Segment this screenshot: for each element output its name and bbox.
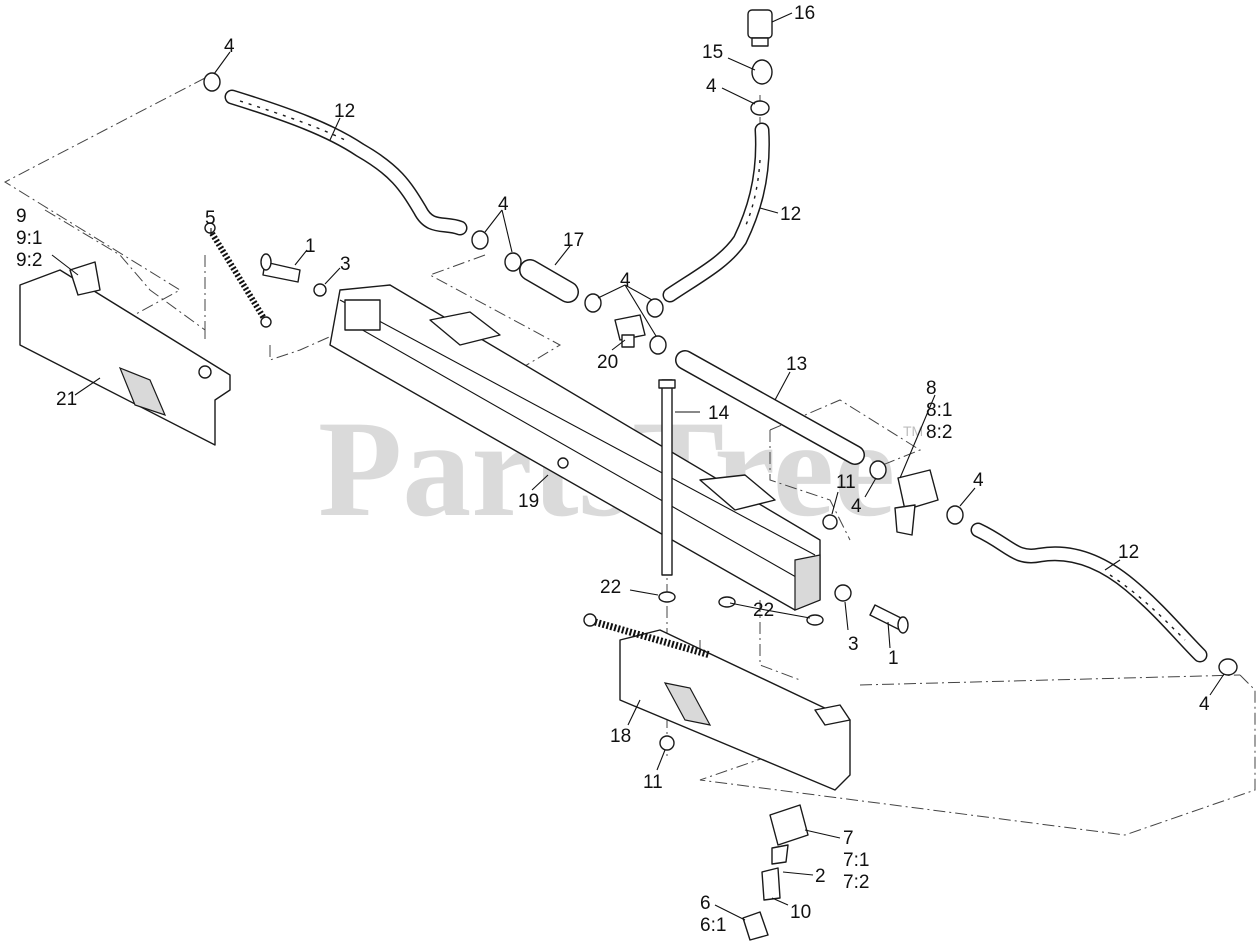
callout-12: 12 — [780, 204, 801, 225]
callout-labels: 4 12 16 15 4 12 9 9:1 9:2 5 1 3 4 17 4 2… — [16, 3, 1210, 936]
callout-8-2: 8:2 — [926, 422, 952, 443]
callout-8: 8 — [926, 378, 937, 399]
nozzle-body-8 — [894, 469, 939, 536]
callout-4: 4 — [851, 496, 862, 517]
spring-5 — [204, 222, 272, 328]
callout-7-1: 7:1 — [843, 850, 869, 871]
callout-22: 22 — [753, 600, 774, 621]
channel-18 — [619, 629, 851, 791]
hose-clamps — [203, 72, 1238, 676]
fitting-15-16 — [747, 9, 773, 85]
callout-4: 4 — [973, 470, 984, 491]
callout-6: 6 — [700, 893, 711, 914]
callout-18: 18 — [610, 726, 631, 747]
callout-19: 19 — [518, 491, 539, 512]
callout-9-1: 9:1 — [16, 228, 42, 249]
hose-lower-right — [970, 522, 1208, 663]
callout-2: 2 — [815, 866, 826, 887]
nozzle-body-7 — [742, 804, 809, 941]
callout-4: 4 — [224, 36, 235, 57]
callout-16: 16 — [794, 3, 815, 24]
callout-3: 3 — [340, 254, 351, 275]
callout-4: 4 — [498, 194, 509, 215]
bolt-1-lower — [869, 604, 909, 634]
callout-12: 12 — [1118, 542, 1139, 563]
leader-lines — [51, 12, 1225, 921]
callout-3: 3 — [848, 634, 859, 655]
bolt-1-upper — [260, 253, 301, 283]
hose-upper-left — [224, 89, 468, 236]
callout-7: 7 — [843, 828, 854, 849]
callout-15: 15 — [702, 42, 723, 63]
callout-4: 4 — [1199, 694, 1210, 715]
channel-21 — [19, 261, 231, 446]
callout-12: 12 — [334, 101, 355, 122]
callout-1: 1 — [305, 236, 316, 257]
callout-7-2: 7:2 — [843, 872, 869, 893]
callout-4: 4 — [706, 76, 717, 97]
bolt-14 — [658, 379, 676, 576]
callout-13: 13 — [786, 354, 807, 375]
callout-11: 11 — [836, 472, 856, 493]
callout-21: 21 — [56, 389, 77, 410]
callout-5: 5 — [205, 208, 216, 229]
hose-upper-right — [662, 122, 770, 303]
callout-9-2: 9:2 — [16, 250, 42, 271]
callout-17: 17 — [563, 230, 584, 251]
callout-10: 10 — [790, 902, 811, 923]
tee-fitting-20 — [614, 314, 646, 348]
coupling-17 — [519, 259, 579, 303]
callout-20: 20 — [597, 352, 618, 373]
callout-14: 14 — [708, 403, 730, 424]
callout-11: 11 — [643, 772, 663, 793]
callout-9: 9 — [16, 206, 27, 227]
callout-6-1: 6:1 — [700, 915, 726, 936]
washers — [313, 283, 852, 751]
callout-8-1: 8:1 — [926, 400, 952, 421]
main-bar-19 — [329, 284, 821, 611]
callout-4: 4 — [620, 270, 631, 291]
tube-13 — [675, 350, 865, 465]
callout-1: 1 — [888, 648, 899, 669]
spring-lower — [583, 613, 711, 659]
callout-22: 22 — [600, 577, 621, 598]
